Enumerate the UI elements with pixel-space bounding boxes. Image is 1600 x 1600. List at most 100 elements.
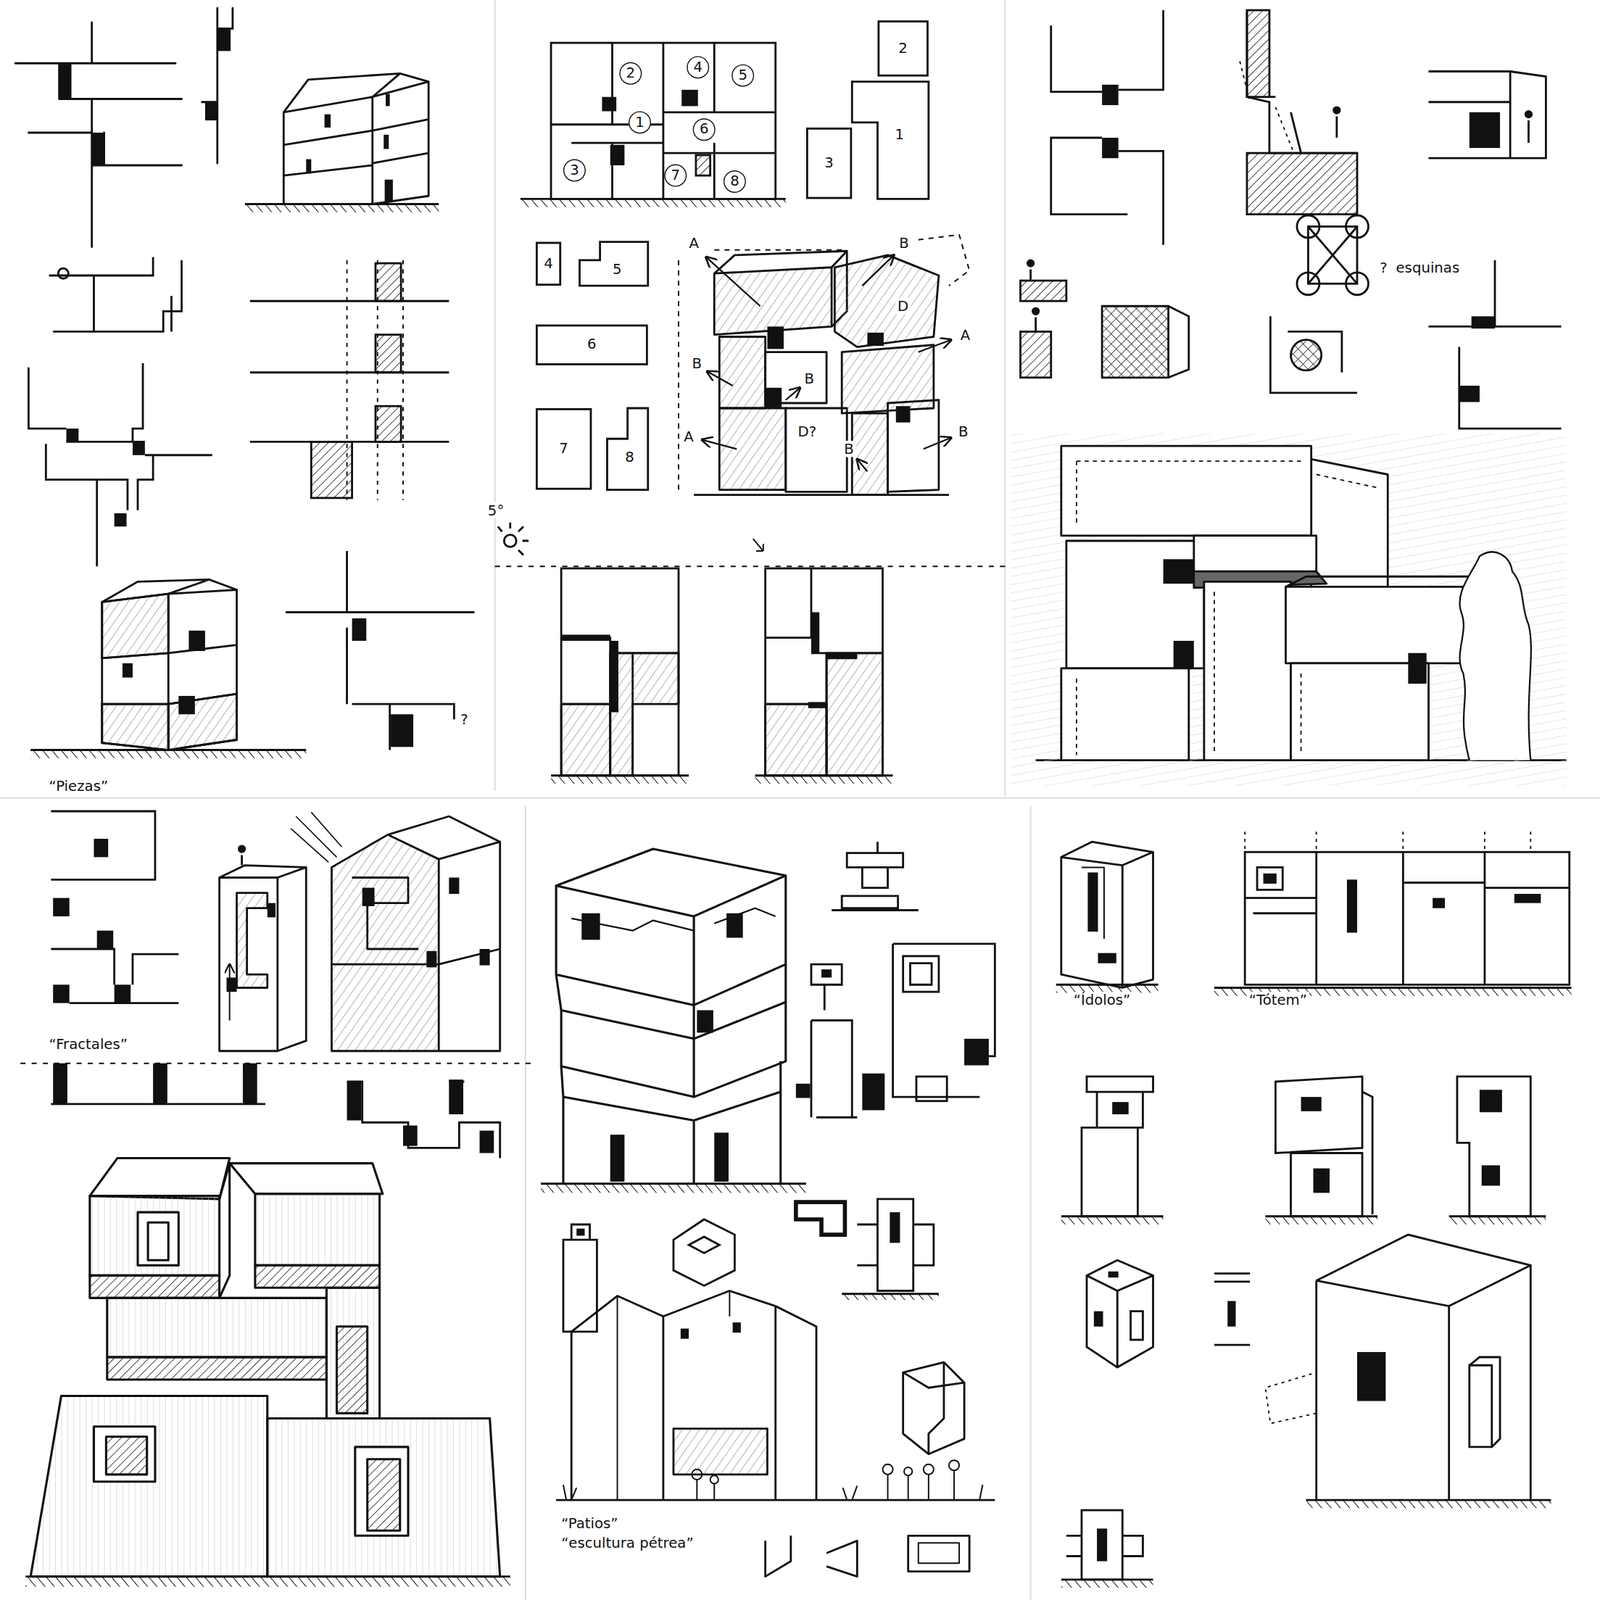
patio-sketch <box>556 1291 995 1577</box>
facade-sketch <box>826 653 857 659</box>
tower-sketch <box>556 964 786 1039</box>
tower-sketch <box>693 1038 696 1097</box>
arrow <box>856 458 868 472</box>
arrow <box>706 257 761 307</box>
axonometric-sketch <box>851 413 888 496</box>
section-sketch <box>347 260 404 501</box>
piece-outline <box>851 81 929 200</box>
callout-circle: 8 <box>723 170 746 193</box>
totem-sketch <box>1244 831 1531 852</box>
section-sketch <box>1239 60 1295 153</box>
plan-piece: 8 <box>606 408 648 491</box>
patio-sketch <box>732 1322 741 1333</box>
perspective-sketch <box>1285 576 1469 587</box>
axonometric-sketch <box>896 405 911 423</box>
small-sketch <box>831 853 919 911</box>
arrow <box>701 255 951 472</box>
idol-sketch <box>1087 872 1098 932</box>
section-sketch <box>1525 110 1532 117</box>
axonometric-sketch <box>765 387 783 409</box>
small-sketch <box>1316 1234 1532 1500</box>
axonometric-sketch <box>867 332 884 346</box>
piece-number: 1 <box>894 126 905 143</box>
section-sketch <box>1027 260 1034 267</box>
section-sketch <box>1032 308 1039 314</box>
house-sketch <box>178 695 196 715</box>
facade-sketch <box>811 612 820 654</box>
house-sketch <box>331 948 500 965</box>
plan-sketch <box>93 838 109 857</box>
small-sketch <box>796 1201 846 1235</box>
house-sketch <box>168 693 237 750</box>
section-sketch <box>132 440 145 456</box>
small-sketch <box>1093 1311 1104 1327</box>
section-sketch <box>1246 10 1270 98</box>
facade-sketch <box>695 155 711 176</box>
facade-sketch <box>610 144 625 166</box>
small-sketch <box>811 964 852 1118</box>
perspective-sketch <box>1076 461 1378 526</box>
piece-number: 8 <box>624 449 635 466</box>
axonometric-sketch <box>30 1395 268 1577</box>
tree-symbol <box>695 1479 698 1500</box>
piece-number: 5 <box>738 67 748 84</box>
sketch-note: A <box>687 234 702 252</box>
section-sketch <box>1246 10 1358 153</box>
sketch-note: B <box>690 355 704 372</box>
house-sketch <box>438 841 500 1052</box>
section-sketch <box>1428 71 1547 159</box>
small-sketch <box>1086 1259 1153 1368</box>
section-sketch <box>1296 272 1320 296</box>
house-sketch <box>426 951 437 968</box>
patio-sketch <box>571 1291 817 1501</box>
section-sketch <box>114 513 127 527</box>
sketch-note: A <box>958 326 973 343</box>
tower-sketch <box>556 848 786 917</box>
section-sketch <box>1527 120 1530 143</box>
axonometric-sketch <box>326 1287 380 1419</box>
tree-symbol <box>563 1460 983 1500</box>
piece-number: 8 <box>730 173 740 190</box>
rhythm-sketch <box>479 1130 495 1154</box>
ground-line <box>1449 1216 1547 1225</box>
perspective-sketch <box>1407 653 1427 684</box>
house-sketch <box>331 834 439 1051</box>
tree-symbol <box>883 1464 894 1475</box>
section-sketch <box>1101 305 1168 378</box>
tree-symbol <box>691 1469 702 1480</box>
section-sketch <box>311 441 352 498</box>
house-sketch <box>387 816 501 842</box>
axonometric-sketch <box>107 1357 327 1380</box>
facade-sketch <box>561 568 679 776</box>
section-sketch <box>1020 280 1067 301</box>
piece-number: 3 <box>824 155 834 172</box>
section-sketch <box>1020 10 1562 429</box>
section-sketch <box>1428 260 1562 429</box>
totem-sketch <box>1263 873 1277 884</box>
tower-sketch <box>561 1001 786 1097</box>
house-sketch <box>229 964 231 1021</box>
section-sketch <box>1459 385 1480 403</box>
tree-symbol <box>710 1475 719 1484</box>
plan-piece: 2 <box>877 20 928 77</box>
callout-circle: 5 <box>731 64 754 87</box>
totem-sketch <box>1432 898 1445 909</box>
ground-line <box>1306 1499 1552 1508</box>
house-sketch <box>238 846 245 852</box>
piece-outline <box>851 81 929 200</box>
tree-symbol <box>904 1467 913 1476</box>
callout-circle: 6 <box>693 118 716 141</box>
tower-sketch <box>610 1134 625 1182</box>
small-sketch <box>563 841 995 1332</box>
rhythm-sketch <box>403 1125 418 1147</box>
tree-symbol <box>923 1464 934 1475</box>
small-sketch <box>861 1073 885 1111</box>
section-sketch <box>375 263 401 301</box>
piece-number: 2 <box>626 65 636 82</box>
section-sketch <box>1471 316 1495 329</box>
perspective-sketch <box>1459 551 1531 760</box>
house-sketch <box>384 179 393 203</box>
idol-sketch <box>1061 841 1154 988</box>
tree-symbol <box>953 1470 955 1500</box>
axonometric-sketch <box>678 234 970 491</box>
